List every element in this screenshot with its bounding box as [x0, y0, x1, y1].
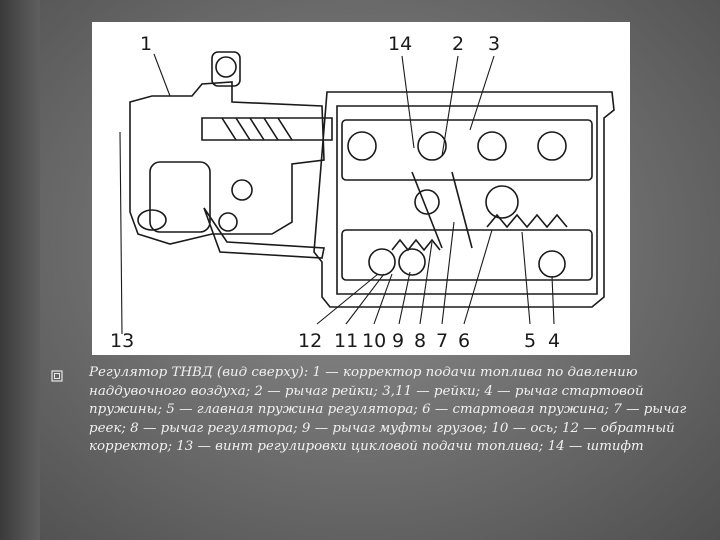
governor-housing — [313, 91, 615, 308]
corrector-bolt — [137, 209, 167, 231]
callout-4: 4 — [548, 330, 560, 352]
lever-pivot-2 — [485, 185, 519, 219]
top-fitting — [211, 51, 241, 87]
callout-14: 14 — [388, 33, 412, 55]
callout-2: 2 — [452, 33, 464, 55]
callout-8: 8 — [414, 330, 426, 352]
corrector-body — [129, 81, 325, 245]
slide-left-strip — [0, 0, 40, 540]
housing-lower-chamber — [341, 229, 593, 281]
leader-2 — [441, 55, 459, 157]
leader-1 — [153, 53, 171, 97]
main-spring — [486, 213, 568, 229]
leader-3 — [469, 55, 495, 131]
start-spring — [391, 238, 441, 252]
leader-5 — [521, 231, 531, 325]
figure-caption: Регулятор ТНВД (вид сверху): 1 — коррект… — [89, 365, 687, 454]
leader-12 — [316, 273, 379, 325]
connecting-shaft — [201, 117, 333, 141]
leader-9 — [398, 271, 411, 325]
callout-9: 9 — [392, 330, 404, 352]
flyweight-far — [537, 131, 567, 161]
leader-6 — [463, 229, 493, 325]
callout-3: 3 — [488, 33, 500, 55]
callout-6: 6 — [458, 330, 470, 352]
square-bullet-icon — [51, 370, 63, 382]
leader-7 — [441, 221, 455, 325]
flyweight-mid — [417, 131, 447, 161]
rack-lever — [411, 171, 473, 249]
governor-drawing-svg: 1 14 2 3 13 12 11 10 9 8 7 6 5 4 — [110, 33, 615, 352]
leader-8 — [419, 241, 433, 325]
callout-1: 1 — [140, 33, 152, 55]
leader-13 — [119, 131, 123, 335]
housing-upper-chamber — [341, 119, 593, 181]
lower-bearing-mid — [398, 248, 426, 276]
adjust-screw — [203, 207, 325, 259]
leader-11 — [345, 273, 385, 325]
corrector-cap — [149, 161, 211, 233]
flyweight-left — [347, 131, 377, 161]
leader-lines — [119, 53, 555, 335]
callout-12: 12 — [298, 330, 322, 352]
callout-7: 7 — [436, 330, 448, 352]
lever-pivot — [414, 189, 440, 215]
screw-head — [218, 212, 238, 232]
callout-10: 10 — [362, 330, 386, 352]
lower-bearing-left — [368, 248, 396, 276]
leader-4 — [551, 275, 555, 325]
top-fitting-cap — [215, 56, 237, 78]
callout-11: 11 — [334, 330, 358, 352]
leader-14 — [401, 55, 415, 149]
governor-drawing: 1 14 2 3 13 12 11 10 9 8 7 6 5 4 — [92, 22, 630, 355]
flyweight-right — [477, 131, 507, 161]
housing-inner-frame — [336, 105, 598, 295]
lower-bearing-right — [538, 250, 566, 278]
leader-10 — [373, 273, 393, 325]
side-pin — [231, 179, 253, 201]
cross-hatch — [221, 117, 293, 141]
callout-13: 13 — [110, 330, 134, 352]
callout-5: 5 — [524, 330, 536, 352]
